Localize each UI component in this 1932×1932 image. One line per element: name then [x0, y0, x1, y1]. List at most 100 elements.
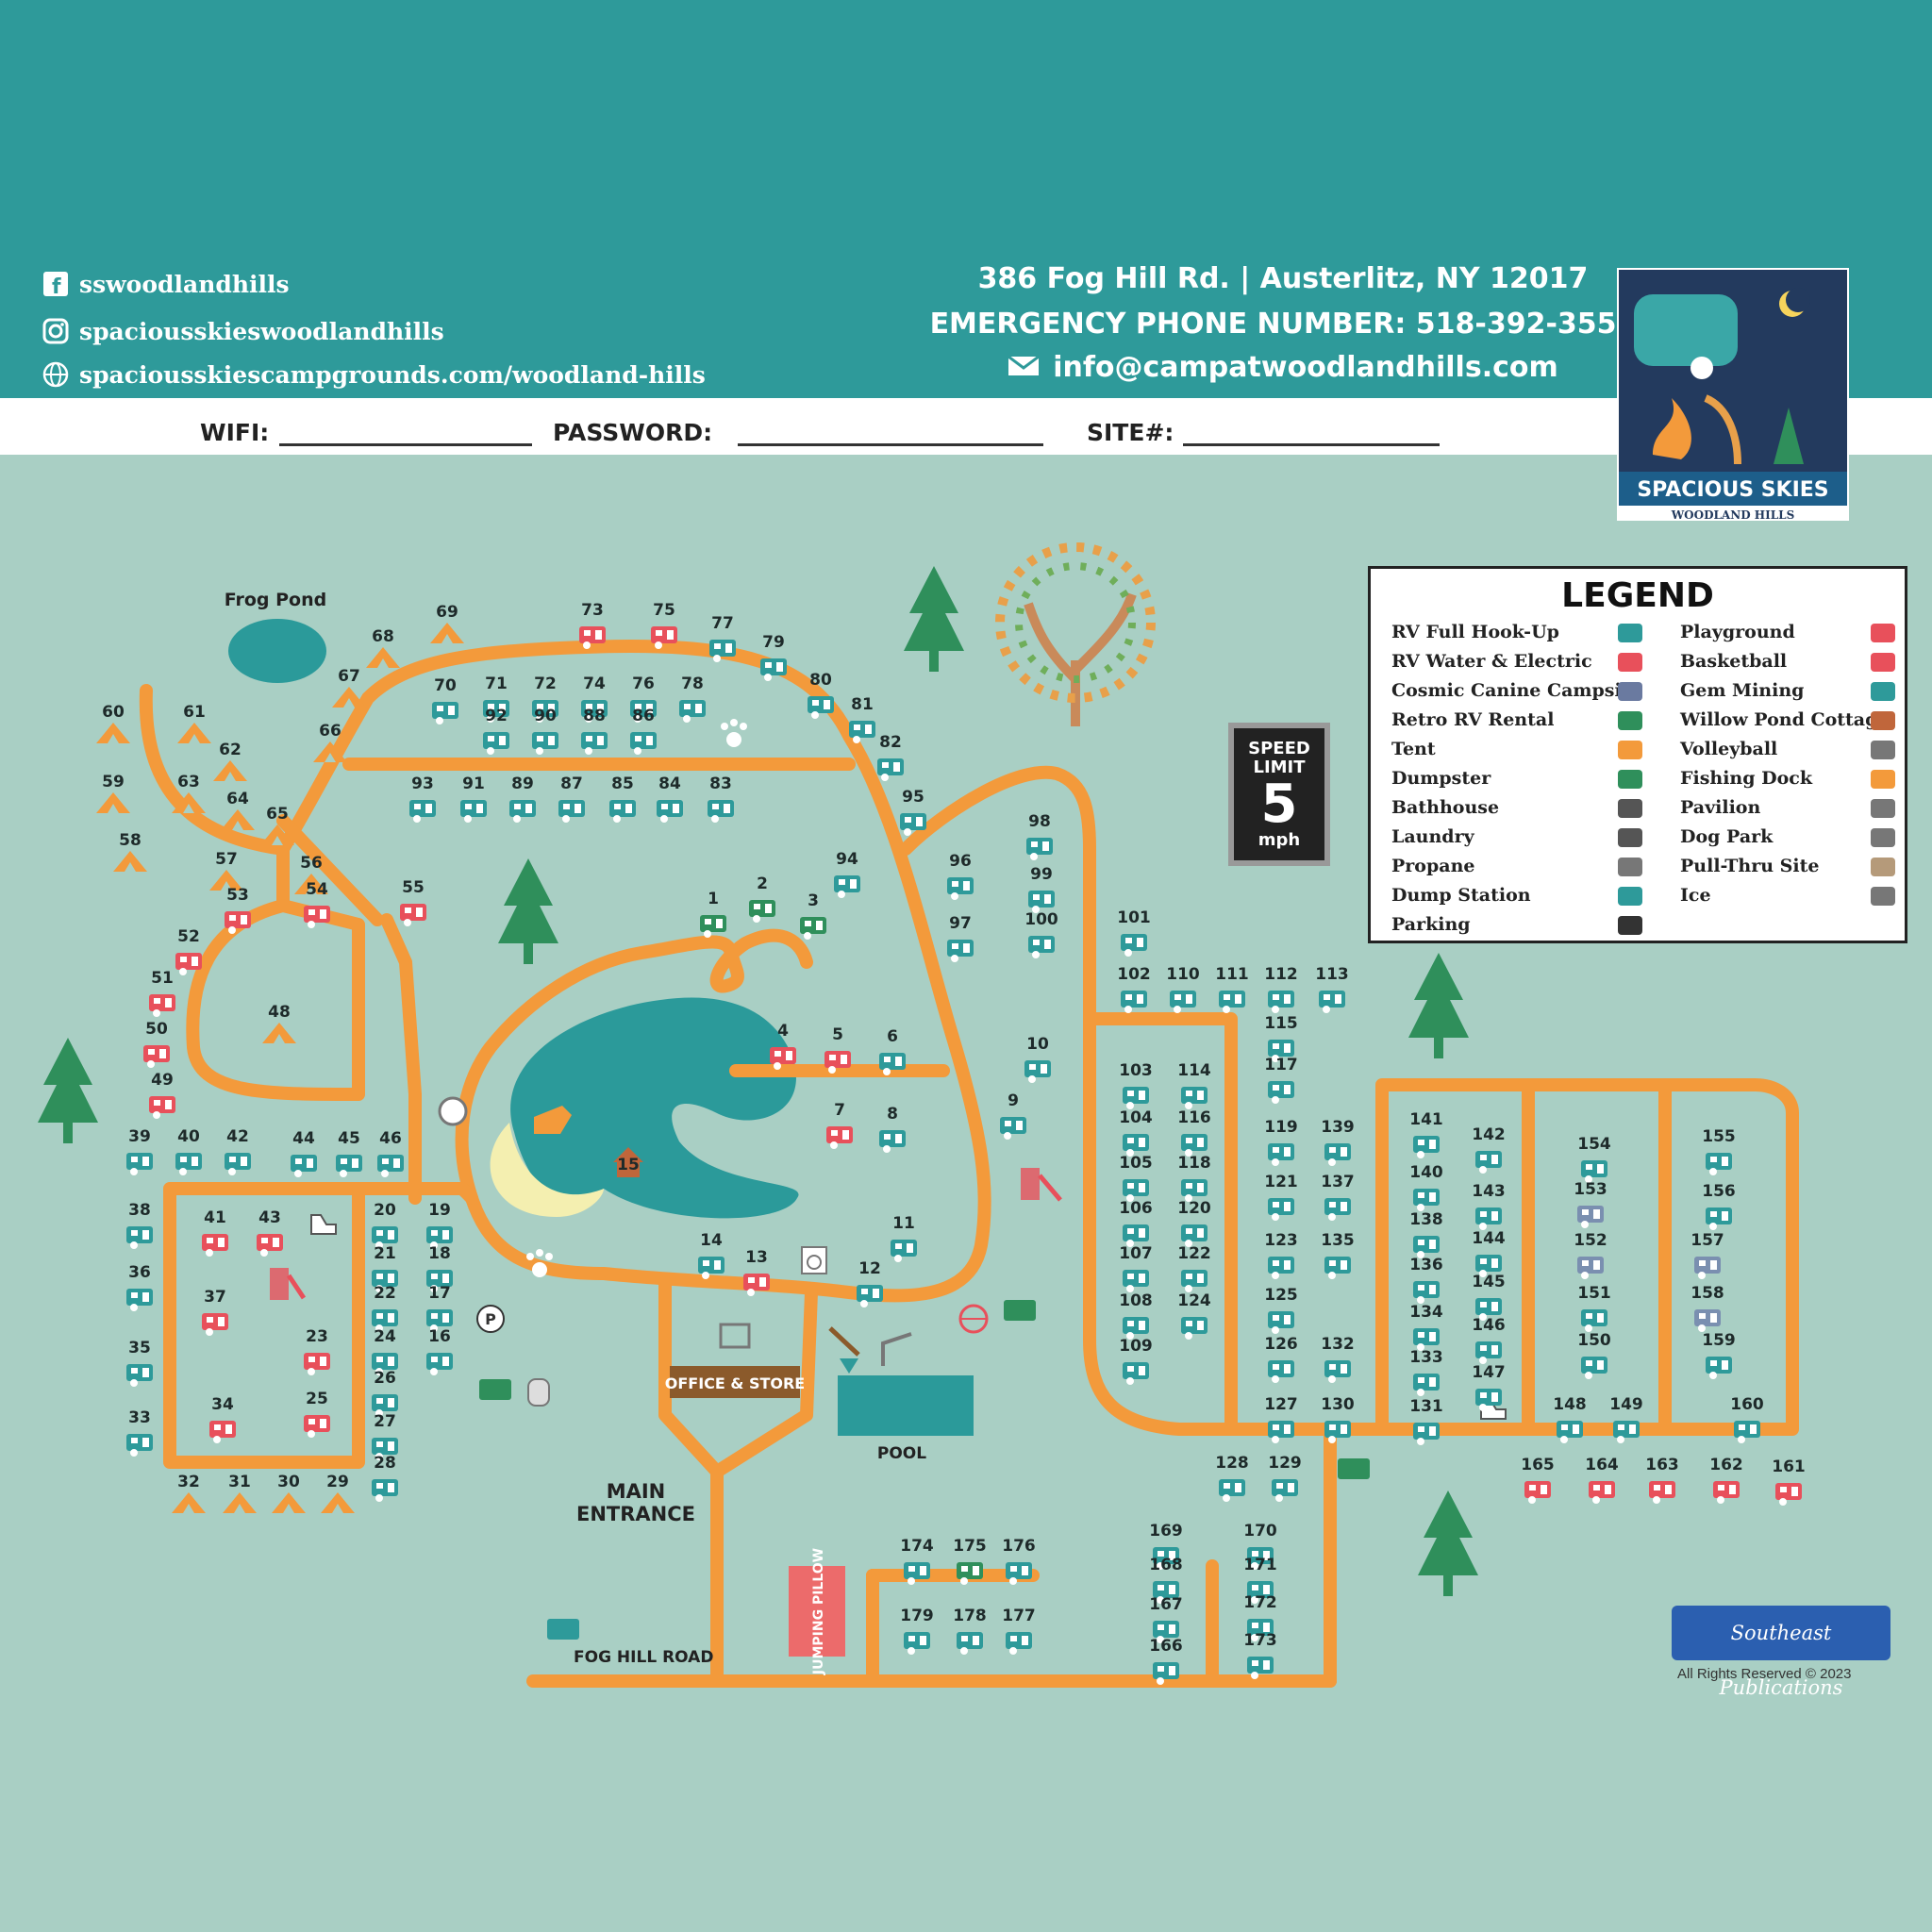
willow-pond-cottage[interactable]: 15 [617, 1156, 640, 1174]
rv-full-hookup-site[interactable]: 21 [372, 1244, 398, 1292]
rv-full-hookup-site[interactable]: 28 [372, 1454, 398, 1502]
retro-rv-site[interactable]: 175 [953, 1537, 987, 1585]
rv-full-hookup-site[interactable]: 135 [1321, 1231, 1355, 1279]
rv-full-hookup-site[interactable]: 33 [126, 1408, 153, 1457]
rv-full-hookup-site[interactable]: 144 [1472, 1229, 1506, 1277]
rv-full-hookup-site[interactable]: 10 [1024, 1035, 1051, 1083]
rv-full-hookup-site[interactable]: 39 [126, 1127, 153, 1175]
rv-full-hookup-site[interactable]: 101 [1117, 908, 1151, 957]
rv-full-hookup-site[interactable]: 95 [900, 788, 926, 836]
rv-full-hookup-site[interactable]: 9 [1000, 1091, 1026, 1140]
rv-full-hookup-site[interactable]: 159 [1702, 1331, 1736, 1379]
tent-site[interactable]: 57 [209, 850, 243, 891]
rv-water-electric-site[interactable]: 55 [400, 878, 426, 926]
rv-full-hookup-site[interactable]: 46 [377, 1129, 404, 1177]
rv-full-hookup-site[interactable]: 139 [1321, 1118, 1355, 1166]
rv-full-hookup-site[interactable]: 11 [891, 1214, 917, 1262]
rv-water-electric-site[interactable]: 41 [202, 1208, 228, 1257]
rv-water-electric-site[interactable]: 52 [175, 927, 202, 975]
rv-full-hookup-site[interactable]: 18 [426, 1244, 453, 1292]
rv-full-hookup-site[interactable]: 177 [1002, 1607, 1036, 1655]
rv-full-hookup-site[interactable]: 138 [1409, 1210, 1443, 1258]
rv-water-electric-site[interactable]: 4 [770, 1022, 796, 1070]
rv-full-hookup-site[interactable]: 119 [1264, 1118, 1298, 1166]
rv-full-hookup-site[interactable]: 133 [1409, 1348, 1443, 1396]
facebook-handle[interactable]: f sswoodlandhills [42, 270, 290, 298]
rv-full-hookup-site[interactable]: 8 [879, 1105, 906, 1153]
rv-full-hookup-site[interactable]: 172 [1243, 1593, 1277, 1641]
rv-full-hookup-site[interactable]: 102 [1117, 965, 1151, 1013]
rv-full-hookup-site[interactable]: 134 [1409, 1303, 1443, 1351]
rv-full-hookup-site[interactable]: 6 [879, 1027, 906, 1075]
rv-full-hookup-site[interactable]: 179 [900, 1607, 934, 1655]
tent-site[interactable]: 29 [321, 1473, 355, 1513]
rv-water-electric-site[interactable]: 7 [826, 1101, 853, 1149]
rv-full-hookup-site[interactable]: 106 [1119, 1199, 1153, 1247]
rv-full-hookup-site[interactable]: 26 [372, 1369, 398, 1417]
rv-water-electric-site[interactable]: 23 [304, 1327, 330, 1375]
rv-full-hookup-site[interactable]: 137 [1321, 1173, 1355, 1221]
rv-water-electric-site[interactable]: 51 [149, 969, 175, 1017]
password-blank-line[interactable] [738, 443, 1043, 446]
cosmic-canine-site[interactable]: 158 [1690, 1284, 1724, 1332]
rv-full-hookup-site[interactable]: 132 [1321, 1335, 1355, 1383]
rv-full-hookup-site[interactable]: 169 [1149, 1522, 1183, 1570]
rv-full-hookup-site[interactable]: 98 [1026, 812, 1053, 860]
tent-site[interactable]: 64 [221, 790, 255, 830]
rv-full-hookup-site[interactable]: 150 [1577, 1331, 1611, 1379]
rv-water-electric-site[interactable]: 34 [209, 1395, 236, 1443]
instagram-handle[interactable]: spaciousskieswoodlandhills [42, 317, 444, 345]
rv-full-hookup-site[interactable]: 19 [426, 1201, 453, 1249]
rv-full-hookup-site[interactable]: 20 [372, 1201, 398, 1249]
rv-full-hookup-site[interactable]: 38 [126, 1201, 153, 1249]
rv-full-hookup-site[interactable]: 70 [432, 676, 458, 724]
site-blank-line[interactable] [1183, 443, 1440, 446]
rv-water-electric-site[interactable]: 50 [143, 1020, 170, 1068]
rv-full-hookup-site[interactable]: 93 [409, 774, 436, 823]
cosmic-canine-site[interactable]: 152 [1574, 1231, 1607, 1279]
office-store[interactable] [670, 1366, 800, 1398]
rv-full-hookup-site[interactable]: 112 [1264, 965, 1298, 1013]
rv-full-hookup-site[interactable]: 76 [630, 675, 657, 723]
rv-full-hookup-site[interactable]: 45 [336, 1129, 362, 1177]
rv-water-electric-site[interactable]: 161 [1772, 1457, 1806, 1506]
rv-water-electric-site[interactable]: 165 [1521, 1456, 1555, 1504]
rv-water-electric-site[interactable]: 49 [149, 1071, 175, 1119]
rv-water-electric-site[interactable]: 25 [304, 1390, 330, 1438]
wifi-blank-line[interactable] [279, 443, 532, 446]
rv-full-hookup-site[interactable]: 17 [426, 1284, 453, 1332]
rv-full-hookup-site[interactable]: 154 [1577, 1135, 1611, 1183]
tent-site[interactable]: 30 [272, 1473, 306, 1513]
rv-full-hookup-site[interactable]: 78 [679, 675, 706, 723]
tent-site[interactable]: 68 [366, 627, 400, 668]
rv-full-hookup-site[interactable]: 155 [1702, 1127, 1736, 1175]
rv-full-hookup-site[interactable]: 111 [1215, 965, 1249, 1013]
rv-full-hookup-site[interactable]: 170 [1243, 1522, 1277, 1570]
rv-full-hookup-site[interactable]: 129 [1268, 1454, 1302, 1502]
rv-full-hookup-site[interactable]: 125 [1264, 1286, 1298, 1334]
rv-full-hookup-site[interactable]: 141 [1409, 1110, 1443, 1158]
rv-full-hookup-site[interactable]: 121 [1264, 1173, 1298, 1221]
rv-full-hookup-site[interactable]: 109 [1119, 1337, 1153, 1385]
rv-full-hookup-site[interactable]: 143 [1472, 1182, 1506, 1230]
rv-full-hookup-site[interactable]: 92 [483, 707, 509, 755]
rv-full-hookup-site[interactable]: 81 [849, 695, 875, 743]
rv-full-hookup-site[interactable]: 176 [1002, 1537, 1036, 1585]
retro-rv-site[interactable]: 3 [800, 891, 826, 940]
tent-site[interactable]: 59 [96, 773, 130, 813]
rv-water-electric-site[interactable]: 54 [304, 880, 330, 928]
rv-full-hookup-site[interactable]: 16 [426, 1327, 453, 1375]
rv-full-hookup-site[interactable]: 136 [1409, 1256, 1443, 1304]
rv-full-hookup-site[interactable]: 123 [1264, 1231, 1298, 1279]
rv-full-hookup-site[interactable]: 104 [1119, 1108, 1153, 1157]
rv-full-hookup-site[interactable]: 178 [953, 1607, 987, 1655]
rv-full-hookup-site[interactable]: 115 [1264, 1014, 1298, 1062]
rv-full-hookup-site[interactable]: 107 [1119, 1244, 1153, 1292]
rv-full-hookup-site[interactable]: 131 [1409, 1397, 1443, 1445]
rv-full-hookup-site[interactable]: 80 [808, 671, 834, 719]
rv-full-hookup-site[interactable]: 85 [609, 774, 636, 823]
tent-site[interactable]: 48 [262, 1003, 296, 1043]
rv-water-electric-site[interactable]: 163 [1645, 1456, 1679, 1504]
tent-site[interactable]: 65 [260, 805, 294, 845]
tent-site[interactable]: 62 [213, 741, 247, 781]
